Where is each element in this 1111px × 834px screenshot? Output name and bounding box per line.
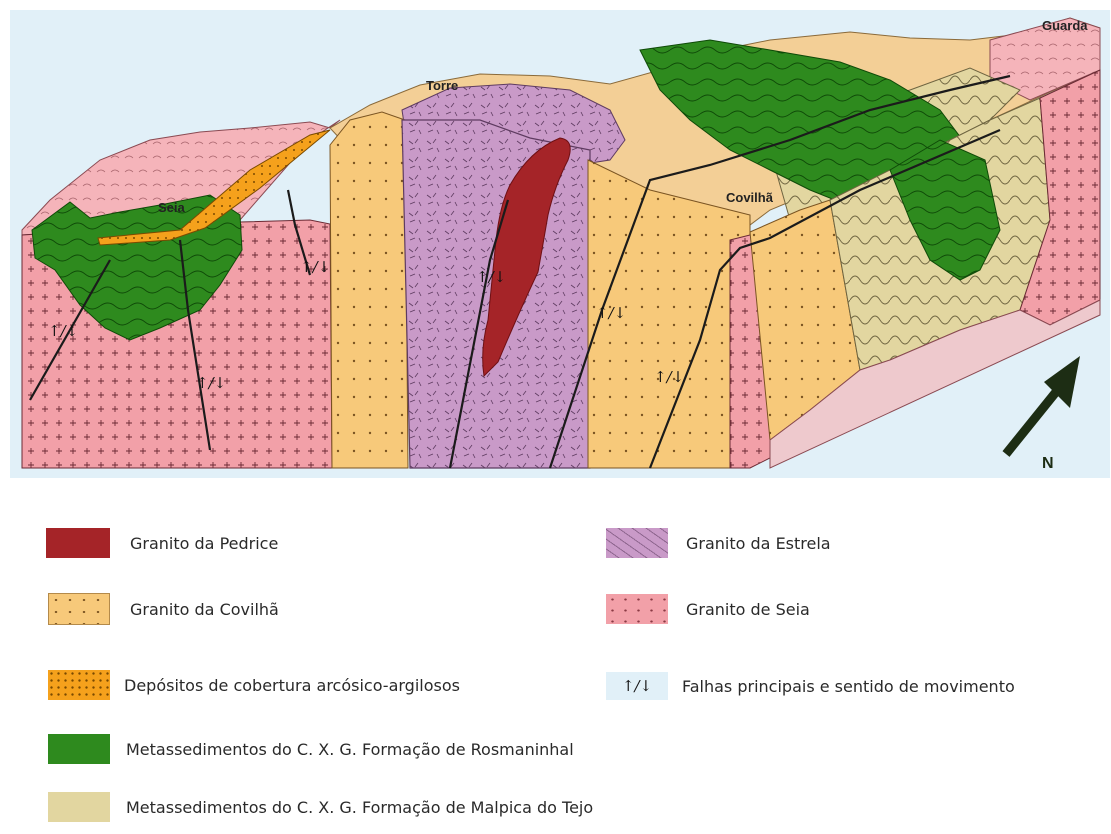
legend-label-covilha: Granito da Covilhã [130, 599, 279, 619]
north-arrow-icon [1002, 356, 1080, 457]
front-face-covilha-west [329, 111, 409, 469]
legend-item-depositos: Depósitos de cobertura arcósico-argiloso… [48, 670, 460, 700]
fault-lines [29, 74, 1011, 469]
swatch-covilha [48, 593, 110, 625]
legend-item-falhas: ↑/↓ Falhas principais e sentido de movim… [606, 672, 1015, 700]
side-face-rosmaninhal [889, 139, 1001, 281]
swatch-pedrice [46, 528, 110, 558]
swatch-seia [606, 594, 668, 624]
svg-text:↑/↓: ↑/↓ [654, 368, 684, 386]
fault-markers: ↑/↓ ↑/↓ ↑/↓ ↑/↓ ↑/↓ ↑/↓ [48, 258, 684, 392]
label-torre: Torre [426, 78, 458, 93]
svg-text:↑/↓: ↑/↓ [48, 322, 78, 340]
legend-label-estrela: Granito da Estrela [686, 533, 831, 553]
svg-text:↑/↓: ↑/↓ [300, 258, 330, 276]
legend-label-seia: Granito de Seia [686, 599, 810, 619]
legend-label-malpica: Metassedimentos do C. X. G. Formação de … [126, 797, 594, 817]
label-seia: Seia [158, 200, 186, 215]
svg-text:↑/↓: ↑/↓ [196, 374, 226, 392]
legend-item-seia: Granito de Seia [606, 594, 810, 624]
side-face-base [769, 299, 1101, 469]
legend-label-rosmaninhal: Metassedimentos do C. X. G. Formação de … [126, 739, 574, 759]
front-face-depositos [97, 129, 331, 246]
swatch-estrela [606, 528, 668, 558]
legend-label-pedrice: Granito da Pedrice [130, 533, 279, 553]
legend-item-rosmaninhal: Metassedimentos do C. X. G. Formação de … [48, 734, 574, 764]
geological-block-diagram: ↑/↓ ↑/↓ ↑/↓ ↑/↓ ↑/↓ ↑/↓ Guarda Torre Sei… [10, 10, 1110, 478]
swatch-falhas-icon: ↑/↓ [606, 672, 668, 700]
legend-label-depositos: Depósitos de cobertura arcósico-argiloso… [124, 675, 460, 695]
label-covilha: Covilhã [726, 190, 774, 205]
legend-item-covilha: Granito da Covilhã [48, 593, 279, 625]
svg-text:↑/↓: ↑/↓ [476, 268, 506, 286]
label-guarda: Guarda [1042, 18, 1088, 33]
swatch-depositos [48, 670, 110, 700]
legend-label-falhas: Falhas principais e sentido de movimento [682, 676, 1015, 696]
swatch-rosmaninhal [48, 734, 110, 764]
front-face-pedrice [482, 137, 571, 378]
swatch-malpica [48, 792, 110, 822]
north-label: N [1042, 455, 1054, 472]
legend-item-pedrice: Granito da Pedrice [46, 528, 278, 558]
legend-item-malpica: Metassedimentos do C. X. G. Formação de … [48, 792, 593, 822]
legend-item-estrela: Granito da Estrela [606, 528, 831, 558]
svg-text:↑/↓: ↑/↓ [596, 304, 626, 322]
